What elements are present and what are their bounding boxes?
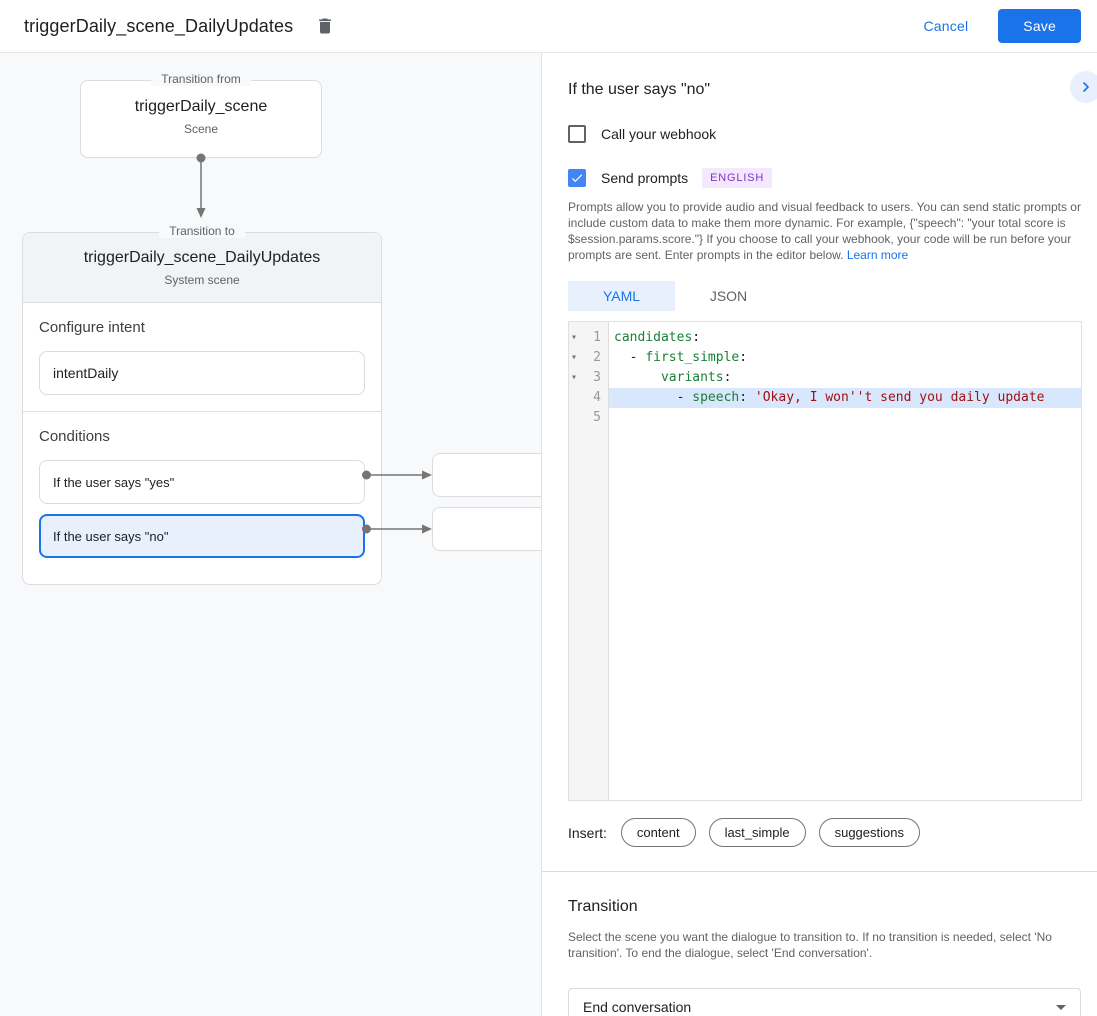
code-token-str: 'Okay, I won''t send you daily update — [754, 390, 1045, 405]
insert-row: Insert: content last_simple suggestions — [568, 818, 1082, 847]
code-line[interactable]: variants: — [609, 368, 1081, 388]
code-line[interactable]: - speech: 'Okay, I won''t send you daily… — [609, 388, 1081, 408]
intent-field[interactable]: intentDaily — [39, 351, 365, 395]
prompts-description-text: Prompts allow you to provide audio and v… — [568, 200, 1081, 262]
gutter-row[interactable]: ▾1 — [569, 328, 608, 348]
title-row: triggerDaily_scene_DailyUpdates — [24, 12, 339, 40]
delete-scene-button[interactable] — [311, 12, 339, 40]
insert-content-chip[interactable]: content — [620, 818, 696, 847]
send-prompts-checkbox[interactable] — [568, 169, 586, 187]
insert-last-simple-chip[interactable]: last_simple — [708, 818, 806, 847]
send-prompts-checkbox-row[interactable]: Send prompts ENGLISH — [568, 168, 1082, 188]
from-scene-type: Scene — [183, 122, 219, 136]
code-token-plain: : — [739, 350, 748, 365]
code-token-plain — [614, 370, 661, 385]
to-scene-name: triggerDaily_scene_DailyUpdates — [83, 249, 321, 266]
code-line[interactable] — [609, 408, 1081, 428]
transition-select[interactable]: End conversation — [568, 988, 1081, 1016]
check-icon — [571, 174, 583, 183]
scene-flow-canvas: Transition from triggerDaily_scene Scene… — [0, 53, 541, 1016]
trash-icon — [319, 18, 332, 34]
code-token-plain: : — [692, 330, 701, 345]
panel-divider — [542, 871, 1097, 872]
linked-scene-node-yes[interactable] — [432, 453, 541, 497]
page-title: triggerDaily_scene_DailyUpdates — [24, 15, 294, 36]
editor-code-area[interactable]: candidates: - first_simple: variants: - … — [609, 322, 1081, 800]
line-number: 3 — [593, 370, 601, 385]
code-line[interactable]: - first_simple: — [609, 348, 1081, 368]
code-token-plain: : — [723, 370, 732, 385]
to-scene-type: System scene — [164, 273, 240, 287]
to-scene-body: Configure intent intentDaily Conditions … — [23, 319, 381, 584]
gutter-row[interactable]: ▾3 — [569, 368, 608, 388]
code-token-plain: - — [614, 390, 693, 405]
editor-format-tabs: YAML JSON — [568, 281, 1082, 311]
webhook-checkbox[interactable] — [568, 125, 586, 143]
linked-scene-node-no[interactable] — [432, 507, 541, 551]
transition-heading: Transition — [568, 898, 638, 915]
transition-select-value: End conversation — [583, 999, 692, 1015]
transition-to-legend: Transition to — [159, 224, 245, 238]
line-number: 4 — [593, 390, 601, 405]
webhook-checkbox-row[interactable]: Call your webhook — [568, 125, 1082, 143]
learn-more-link[interactable]: Learn more — [846, 248, 909, 262]
code-token-key: variants — [660, 370, 724, 385]
line-number: 5 — [593, 410, 601, 425]
condition-editor-panel: If the user says "no" Call your webhook … — [541, 53, 1097, 1016]
insert-label: Insert: — [568, 824, 607, 841]
conditions-heading: Conditions — [39, 428, 110, 445]
line-number: 2 — [593, 350, 601, 365]
condition-item-yes[interactable]: If the user says "yes" — [39, 460, 365, 504]
to-scene-header[interactable]: triggerDaily_scene_DailyUpdates System s… — [23, 233, 381, 303]
panel-title: If the user says "no" — [568, 81, 711, 98]
tab-yaml[interactable]: YAML — [568, 281, 675, 311]
dropdown-caret-icon — [1056, 1004, 1066, 1010]
prompts-description: Prompts allow you to provide audio and v… — [568, 199, 1082, 263]
gutter-row[interactable]: ▾2 — [569, 348, 608, 368]
fold-toggle-icon[interactable]: ▾ — [571, 372, 578, 383]
condition-yes-connector-icon — [362, 470, 432, 480]
code-token-key: speech — [692, 390, 740, 405]
code-token-plain: : — [739, 390, 755, 405]
code-line[interactable]: candidates: — [609, 328, 1081, 348]
fold-toggle-icon[interactable]: ▾ — [571, 352, 578, 363]
webhook-checkbox-label: Call your webhook — [601, 126, 717, 142]
flow-arrow-down-icon — [196, 153, 206, 218]
main-content: Transition from triggerDaily_scene Scene… — [0, 53, 1097, 1016]
send-prompts-checkbox-label: Send prompts — [601, 170, 689, 186]
fold-toggle-icon[interactable]: ▾ — [571, 332, 578, 343]
condition-label: If the user says "yes" — [53, 474, 175, 490]
insert-suggestions-chip[interactable]: suggestions — [818, 818, 920, 847]
intent-field-value: intentDaily — [53, 365, 119, 381]
condition-label: If the user says "no" — [53, 528, 169, 544]
line-number: 1 — [593, 330, 601, 345]
transition-from-legend: Transition from — [151, 72, 251, 86]
save-button[interactable]: Save — [998, 9, 1081, 43]
cancel-button[interactable]: Cancel — [923, 18, 969, 34]
transition-from-node[interactable]: Transition from triggerDaily_scene Scene — [80, 72, 322, 158]
top-bar: triggerDaily_scene_DailyUpdates Cancel S… — [0, 0, 1097, 53]
code-token-plain: - — [614, 350, 646, 365]
transition-description: Select the scene you want the dialogue t… — [568, 930, 1052, 960]
tab-json[interactable]: JSON — [709, 288, 748, 304]
code-token-key: first_simple — [645, 350, 740, 365]
from-scene-name: triggerDaily_scene — [134, 98, 268, 115]
configure-intent-heading: Configure intent — [39, 319, 145, 336]
gutter-row: 5 — [569, 408, 608, 428]
header-actions: Cancel Save — [923, 9, 1081, 43]
condition-no-connector-icon — [362, 524, 432, 534]
gutter-row: 4 — [569, 388, 608, 408]
condition-item-no[interactable]: If the user says "no" — [39, 514, 365, 558]
chevron-right-icon — [1083, 82, 1089, 92]
code-token-key: candidates — [614, 330, 693, 345]
section-divider — [23, 411, 381, 412]
collapse-panel-button[interactable] — [1070, 71, 1097, 103]
transition-to-node: Transition to triggerDaily_scene_DailyUp… — [22, 224, 382, 585]
language-badge: ENGLISH — [702, 168, 773, 188]
